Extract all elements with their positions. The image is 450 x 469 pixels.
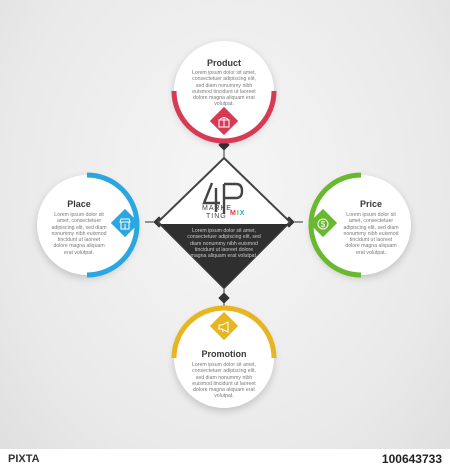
- megaphone-icon: [218, 320, 230, 333]
- promotion-title: Promotion: [201, 349, 247, 359]
- mix-letter-i: I: [236, 210, 240, 217]
- price-body: Lorem ipsum dolor sit amet, consectetuer…: [343, 212, 399, 256]
- box-icon: [218, 115, 230, 128]
- center-body-text: Lorem ipsum dolor sit amet, consectetuer…: [187, 228, 261, 260]
- svg-text:$: $: [321, 220, 326, 229]
- money-icon: $: [317, 217, 329, 230]
- place-title: Place: [67, 199, 91, 209]
- shop-icon: [119, 217, 131, 230]
- center-label-line1: MARKE: [202, 205, 232, 212]
- center-label-line2: TING: [206, 213, 227, 220]
- place-body: Lorem ipsum dolor sit amet, consectetuer…: [51, 212, 107, 256]
- product-body: Lorem ipsum dolor sit amet, consectetuer…: [191, 70, 256, 108]
- footer-logo: PIXTA: [8, 453, 40, 465]
- mix-letter-x: X: [239, 210, 246, 217]
- product-title: Product: [206, 58, 241, 68]
- price-title: Price: [359, 199, 383, 209]
- footer-bar: PIXTA 100643733: [0, 449, 450, 469]
- center-mix-label: MIX: [230, 210, 245, 217]
- mix-letter-m: M: [230, 210, 237, 217]
- footer-image-id: 100643733: [381, 452, 442, 466]
- promotion-body: Lorem ipsum dolor sit amet, consectetuer…: [191, 362, 256, 400]
